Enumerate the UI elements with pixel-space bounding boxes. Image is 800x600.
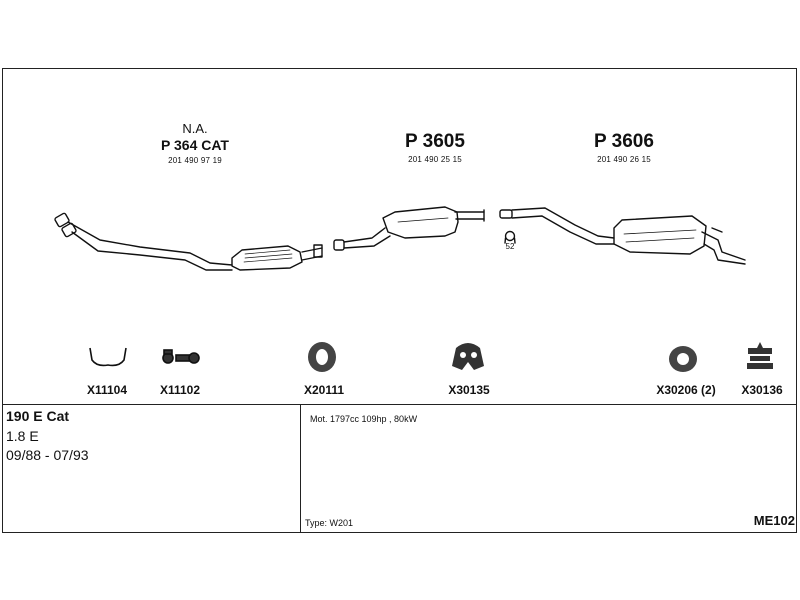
u-bolt-icon bbox=[89, 347, 127, 367]
rubber-hanger-icon bbox=[452, 343, 484, 370]
bolt-set-icon bbox=[162, 349, 200, 364]
diagram-code: ME102 bbox=[753, 513, 795, 528]
clamp-label-x11102: X11102 bbox=[159, 383, 201, 397]
type-row: Type: W201 bbox=[305, 518, 353, 528]
vehicle-engine: 1.8 E bbox=[6, 428, 39, 444]
rubber-ring-icon bbox=[669, 346, 697, 372]
rear-silencer-icon bbox=[499, 207, 746, 265]
clamp-label-x11104: X11104 bbox=[86, 383, 128, 397]
cat-note: N.A. bbox=[182, 121, 208, 136]
hanger-small-label: 52 bbox=[505, 242, 515, 251]
rear-part-code: P 3606 bbox=[594, 131, 654, 152]
cat-part-code: P 364 CAT bbox=[161, 137, 229, 153]
rubber-mount-icon bbox=[747, 342, 773, 369]
cat-oem-number: 201 490 97 19 bbox=[168, 156, 222, 165]
table-column-divider bbox=[300, 404, 301, 533]
motor-spec: Mot. 1797cc 109hp , 80kW bbox=[310, 414, 418, 424]
middle-oem-number: 201 490 25 15 bbox=[408, 155, 462, 164]
clamp-label-x30206: X30206 (2) bbox=[656, 383, 716, 397]
clamp-label-x20111: X20111 bbox=[303, 383, 345, 397]
cat-converter-icon bbox=[54, 212, 323, 271]
clamp-label-x30135: X30135 bbox=[448, 383, 490, 397]
clamp-label-x30136: X30136 bbox=[741, 383, 783, 397]
vehicle-years: 09/88 - 07/93 bbox=[6, 447, 89, 463]
type-label: Type: bbox=[305, 518, 328, 528]
middle-part-code: P 3605 bbox=[405, 131, 465, 152]
table-divider bbox=[2, 404, 797, 405]
vehicle-model: 190 E Cat bbox=[6, 408, 70, 424]
rear-oem-number: 201 490 26 15 bbox=[597, 155, 651, 164]
diagram-frame bbox=[2, 68, 797, 533]
type-value: W201 bbox=[329, 518, 354, 528]
middle-silencer-icon bbox=[333, 206, 485, 251]
ring-gasket-icon bbox=[308, 342, 336, 372]
hanger-small-icon bbox=[504, 230, 516, 244]
